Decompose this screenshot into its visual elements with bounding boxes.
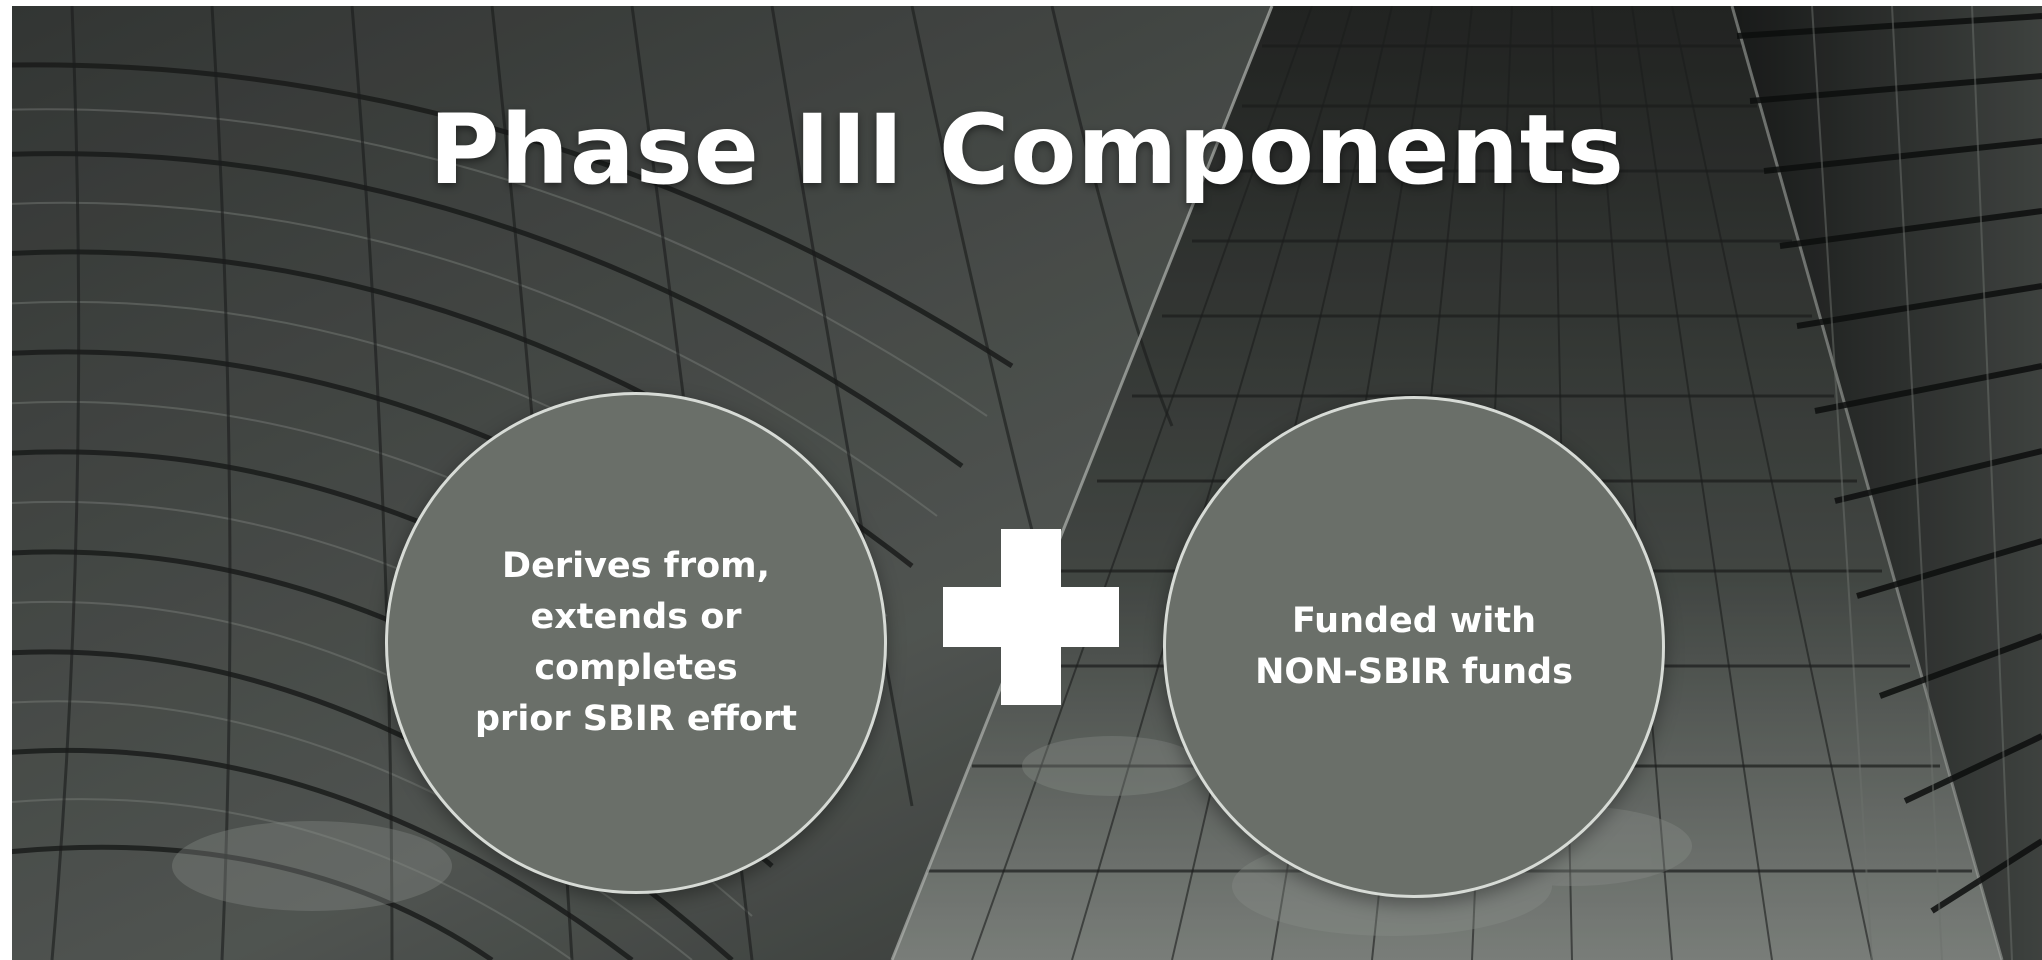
component-circle-non-sbir-funds: Funded with NON-SBIR funds bbox=[1163, 396, 1665, 898]
plus-icon-horizontal-bar bbox=[943, 587, 1119, 647]
component-text-non-sbir-funds: Funded with NON-SBIR funds bbox=[1255, 601, 1573, 692]
slide: Phase III Components Derives from, exten… bbox=[12, 6, 2042, 960]
component-text-prior-effort: Derives from, extends or completes prior… bbox=[475, 546, 797, 739]
plus-icon bbox=[943, 529, 1119, 705]
component-circle-prior-effort: Derives from, extends or completes prior… bbox=[385, 392, 887, 894]
slide-title: Phase III Components bbox=[429, 94, 1625, 206]
